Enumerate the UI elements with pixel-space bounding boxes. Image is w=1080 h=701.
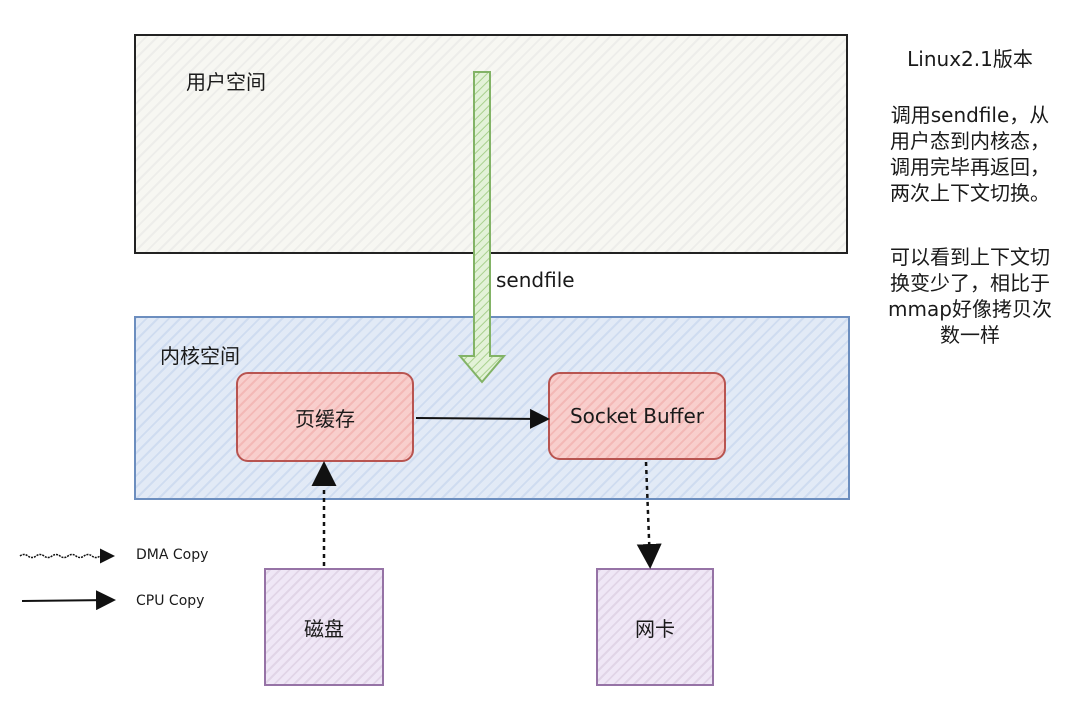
legend-cpu-line (21, 590, 116, 611)
note-block-context-switch: 调用sendfile，从 用户态到内核态， 调用完毕再返回， 两次上下文切换。 (874, 102, 1066, 206)
note-line: 调用sendfile，从 (890, 103, 1050, 127)
sendfile-arrow (457, 71, 507, 384)
socket-buffer-label: Socket Buffer (569, 404, 704, 428)
cpu-copy-arrow (415, 408, 550, 429)
disk-box: 磁盘 (264, 568, 384, 686)
note-line: 换变少了，相比于 (890, 271, 1050, 295)
dma-copy-nic-arrow (636, 461, 662, 569)
legend-dma-label: DMA Copy (136, 547, 209, 563)
note-line: 用户态到内核态， (890, 129, 1050, 153)
legend-cpu-label: CPU Copy (136, 593, 205, 609)
note-line: 数一样 (940, 323, 1000, 347)
note-line: 两次上下文切换。 (890, 181, 1050, 205)
note-line: 调用完毕再返回， (890, 155, 1050, 179)
nic-label: 网卡 (635, 616, 675, 641)
note-block-comparison: 可以看到上下文切 换变少了，相比于 mmap好像拷贝次 数一样 (874, 244, 1066, 348)
legend-dma-line (19, 548, 115, 564)
nic-box: 网卡 (596, 568, 714, 686)
note-line: 可以看到上下文切 (890, 245, 1050, 269)
sendfile-label: sendfile (496, 268, 575, 292)
note-line: mmap好像拷贝次 (888, 297, 1052, 321)
page-cache-label: 页缓存 (295, 406, 355, 431)
user-space-label: 用户空间 (186, 70, 266, 94)
disk-label: 磁盘 (304, 616, 344, 641)
kernel-space-label: 内核空间 (160, 344, 240, 368)
page-cache-box: 页缓存 (236, 372, 414, 462)
note-title: Linux2.1版本 (907, 47, 1033, 71)
